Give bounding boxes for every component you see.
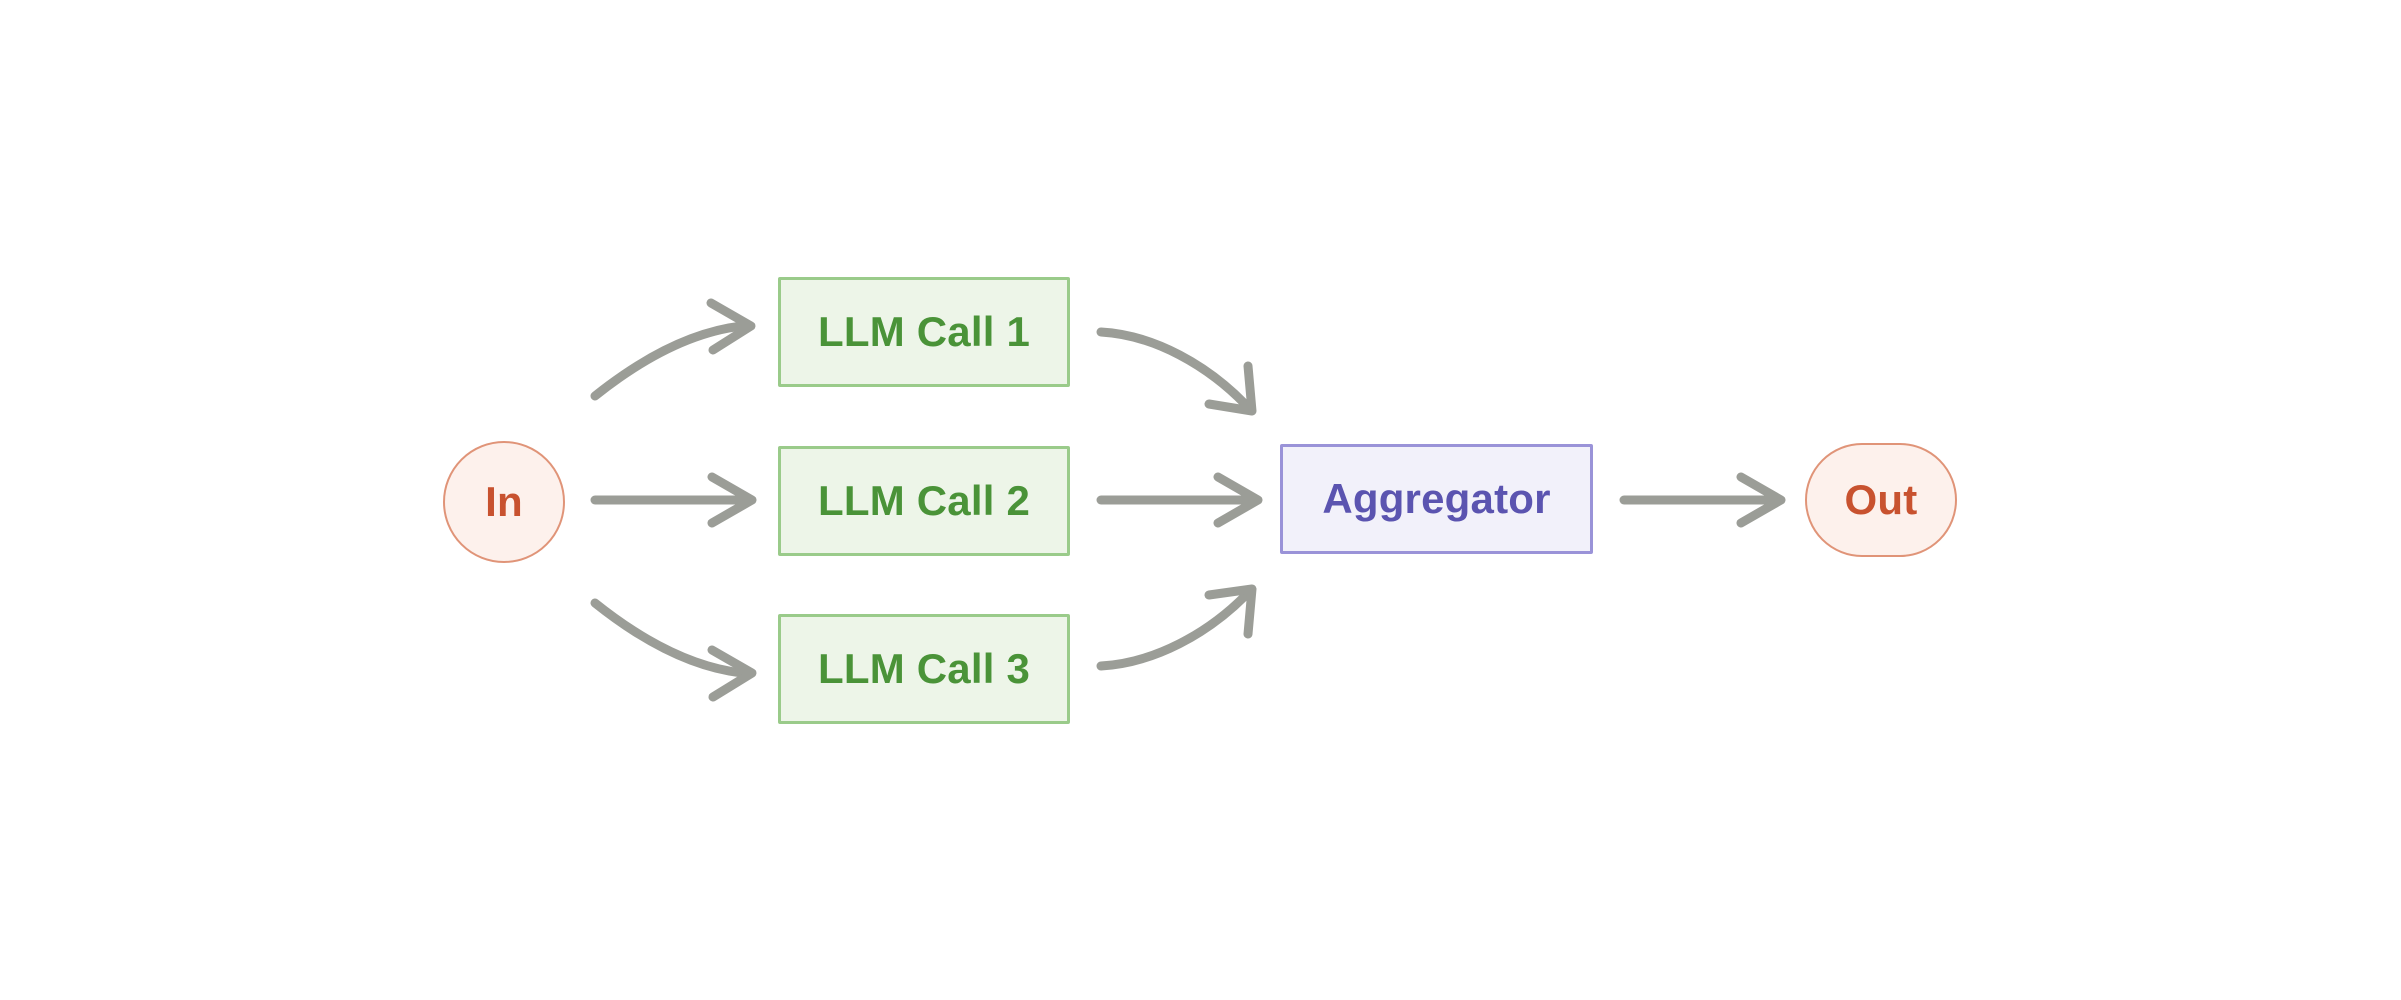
node-input-label: In: [485, 477, 523, 525]
node-llm-call-2[interactable]: LLM Call 2: [778, 446, 1070, 556]
node-llm-call-3-label: LLM Call 3: [817, 644, 1031, 692]
node-aggregator[interactable]: Aggregator: [1280, 444, 1593, 554]
edge-llm-call-2-to-aggregator: [1096, 472, 1263, 528]
edge-in-to-llm-call-1: [590, 298, 756, 401]
node-llm-call-3[interactable]: LLM Call 3: [778, 614, 1070, 724]
edge-in-to-llm-call-3: [590, 598, 757, 702]
edge-aggregator-to-out: [1619, 472, 1786, 528]
node-input[interactable]: In: [443, 441, 565, 563]
edge-in-to-llm-call-2: [590, 472, 757, 528]
node-llm-call-1-label: LLM Call 1: [817, 307, 1031, 355]
node-aggregator-label: Aggregator: [1322, 474, 1551, 522]
node-output[interactable]: Out: [1805, 443, 1957, 557]
edge-llm-call-1-to-aggregator: [1096, 327, 1257, 416]
node-llm-call-2-label: LLM Call 2: [817, 476, 1031, 524]
edge-llm-call-3-to-aggregator: [1096, 584, 1257, 671]
node-output-label: Out: [1844, 475, 1918, 523]
node-llm-call-1[interactable]: LLM Call 1: [778, 277, 1070, 387]
